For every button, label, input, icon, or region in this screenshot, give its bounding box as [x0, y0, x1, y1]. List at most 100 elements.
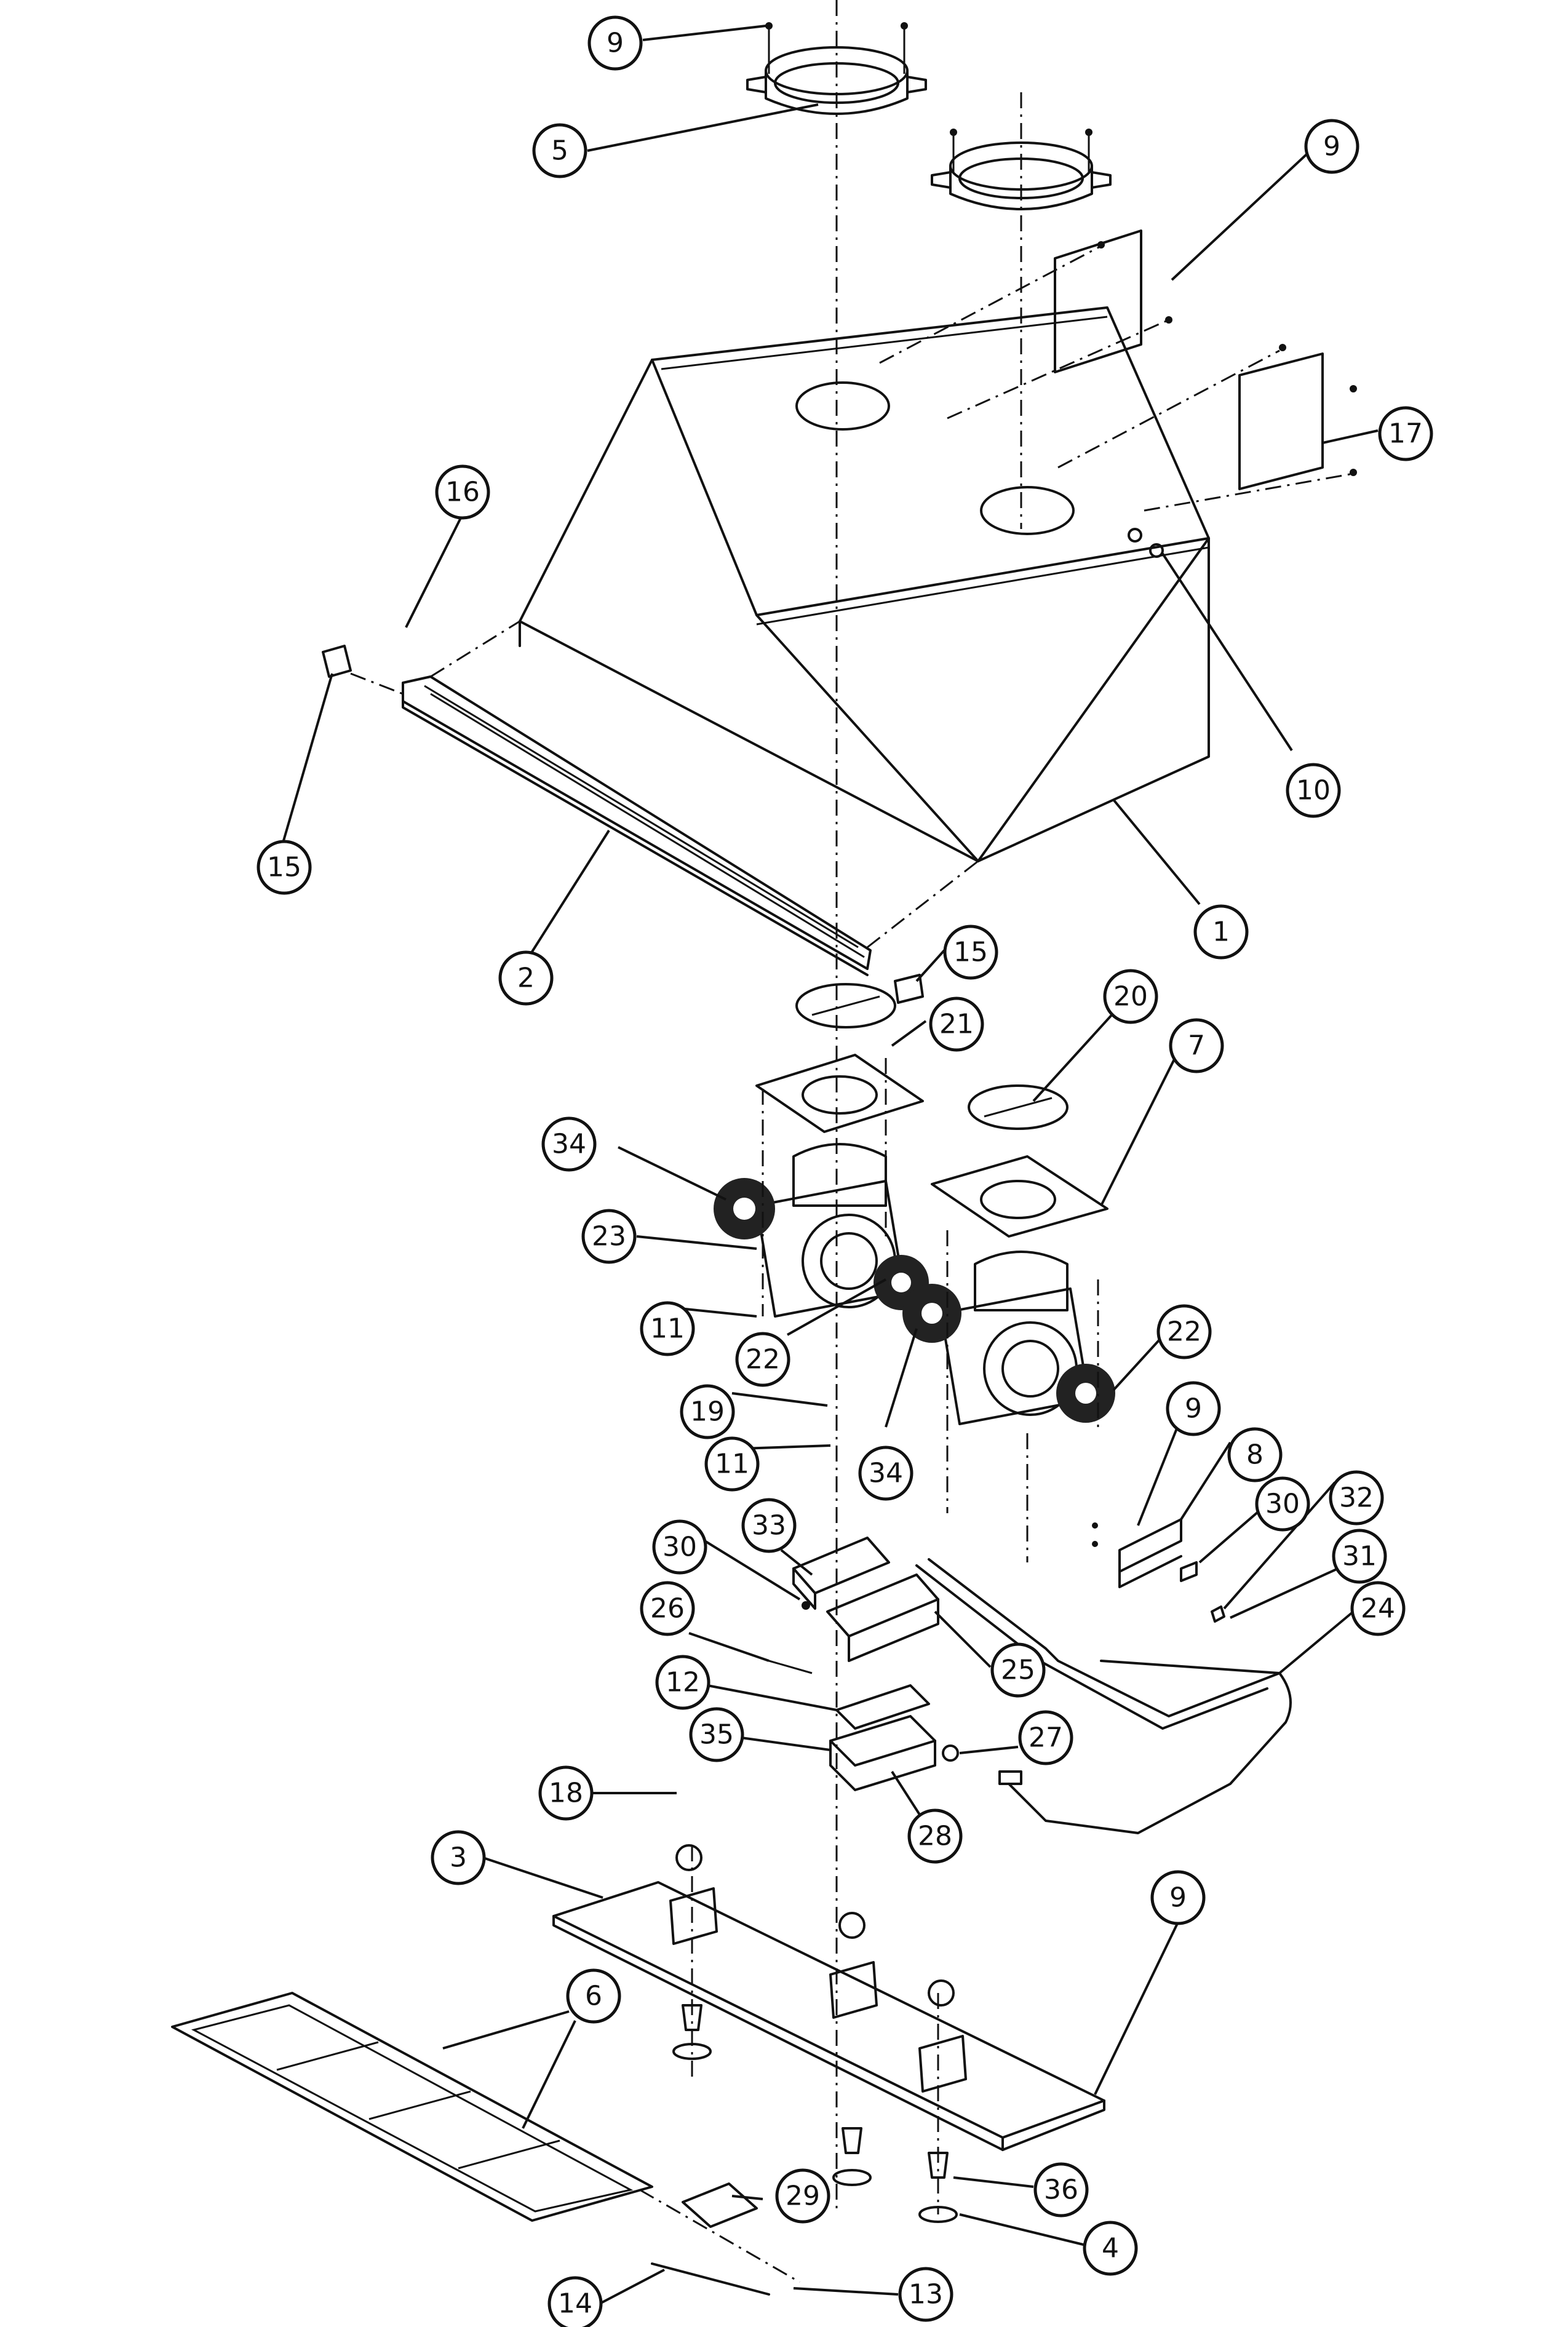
callout-35: 35 [689, 1707, 744, 1762]
svg-text:10: 10 [1296, 775, 1331, 806]
callout-13: 13 [898, 2267, 953, 2322]
svg-text:9: 9 [1323, 131, 1340, 162]
hood-body [519, 306, 1210, 862]
svg-text:16: 16 [445, 477, 480, 508]
callout-18: 18 [538, 1765, 594, 1821]
callout-11-lower: 11 [704, 1436, 760, 1492]
end-cap-right [894, 974, 924, 1004]
callout-12: 12 [655, 1655, 710, 1710]
callout-31: 31 [1332, 1529, 1387, 1584]
svg-text:15: 15 [953, 937, 988, 968]
svg-text:17: 17 [1388, 418, 1423, 450]
svg-text:13: 13 [909, 2279, 943, 2310]
callout-21: 21 [929, 996, 984, 1052]
svg-text:11: 11 [715, 1449, 749, 1480]
callout-20: 20 [1103, 969, 1158, 1024]
svg-text:6: 6 [585, 1981, 602, 2012]
control-housing [768, 1660, 959, 1791]
callout-15-left: 15 [257, 840, 312, 895]
callout-30-left: 30 [652, 1519, 707, 1575]
svg-text:1: 1 [1212, 917, 1230, 948]
svg-text:29: 29 [786, 2181, 820, 2212]
switch-assembly [639, 2182, 800, 2296]
callout-4: 4 [1083, 2221, 1138, 2276]
grease-filters [171, 1992, 653, 2222]
svg-text:21: 21 [939, 1009, 974, 1040]
svg-text:12: 12 [666, 1667, 700, 1698]
svg-text:23: 23 [592, 1221, 626, 1252]
callout-29: 29 [775, 2168, 830, 2224]
svg-text:2: 2 [517, 963, 535, 994]
callout-22-right: 22 [1156, 1304, 1212, 1359]
callout-6: 6 [566, 1968, 621, 2024]
callout-2: 2 [498, 950, 554, 1006]
svg-text:4: 4 [1102, 2233, 1119, 2264]
callout-17: 17 [1378, 406, 1433, 461]
callout-11-upper: 11 [640, 1301, 695, 1356]
callout-9-mid: 9 [1166, 1381, 1221, 1436]
callout-9-right: 9 [1304, 119, 1359, 174]
callout-32: 32 [1329, 1470, 1384, 1525]
callout-5: 5 [532, 123, 587, 178]
svg-text:9: 9 [1185, 1393, 1202, 1425]
callout-28: 28 [907, 1808, 963, 1864]
svg-text:22: 22 [1167, 1316, 1201, 1348]
callout-25: 25 [990, 1642, 1046, 1698]
front-rail [402, 620, 979, 976]
svg-text:35: 35 [699, 1719, 734, 1751]
callout-7: 7 [1169, 1018, 1224, 1073]
blower-right [902, 1084, 1115, 1562]
callout-23: 23 [581, 1209, 637, 1264]
svg-text:7: 7 [1188, 1030, 1205, 1062]
svg-text:31: 31 [1342, 1541, 1377, 1572]
electrical-box [792, 1537, 939, 1662]
callout-19: 19 [680, 1384, 735, 1439]
svg-text:22: 22 [746, 1344, 780, 1375]
callout-34-right: 34 [858, 1446, 913, 1501]
svg-text:9: 9 [607, 28, 624, 59]
callout-15-right: 15 [943, 925, 998, 980]
svg-text:25: 25 [1001, 1655, 1035, 1686]
callout-33: 33 [741, 1498, 797, 1553]
callout-3: 3 [431, 1830, 486, 1885]
svg-text:34: 34 [869, 1458, 903, 1489]
callout-8: 8 [1227, 1427, 1283, 1482]
callout-36: 36 [1033, 2162, 1089, 2218]
callout-27: 27 [1018, 1710, 1073, 1765]
callout-14: 14 [547, 2276, 603, 2327]
blower-left [714, 983, 929, 1464]
leader-lines [282, 25, 1379, 2305]
mounting-brackets [879, 229, 1357, 512]
callout-30-right: 30 [1255, 1476, 1310, 1532]
light-sockets [672, 2004, 958, 2223]
callout-22-left: 22 [735, 1332, 790, 1387]
switch-bracket [1092, 1518, 1225, 1623]
callout-1: 1 [1193, 904, 1249, 960]
svg-text:33: 33 [752, 1510, 786, 1541]
svg-text:30: 30 [1265, 1489, 1300, 1520]
wire-harness [915, 1558, 1292, 1834]
svg-text:26: 26 [650, 1593, 685, 1625]
svg-text:15: 15 [267, 852, 301, 883]
svg-text:30: 30 [663, 1532, 697, 1563]
svg-text:14: 14 [558, 2288, 592, 2320]
svg-text:28: 28 [918, 1821, 952, 1852]
svg-text:34: 34 [552, 1129, 586, 1160]
end-cap-left [322, 645, 407, 696]
svg-text:5: 5 [551, 135, 568, 167]
callout-10: 10 [1286, 763, 1341, 818]
callout-34-left: 34 [541, 1116, 597, 1172]
svg-text:19: 19 [690, 1396, 725, 1428]
svg-text:3: 3 [450, 1842, 467, 1874]
svg-text:18: 18 [549, 1778, 583, 1809]
callout-24: 24 [1350, 1581, 1406, 1636]
callout-9-top: 9 [587, 15, 643, 71]
svg-text:20: 20 [1113, 981, 1148, 1012]
callout-16: 16 [435, 464, 490, 520]
svg-text:24: 24 [1361, 1593, 1395, 1625]
svg-text:27: 27 [1029, 1722, 1063, 1754]
svg-text:8: 8 [1246, 1439, 1264, 1471]
svg-text:36: 36 [1044, 2174, 1078, 2206]
svg-text:9: 9 [1169, 1882, 1187, 1914]
